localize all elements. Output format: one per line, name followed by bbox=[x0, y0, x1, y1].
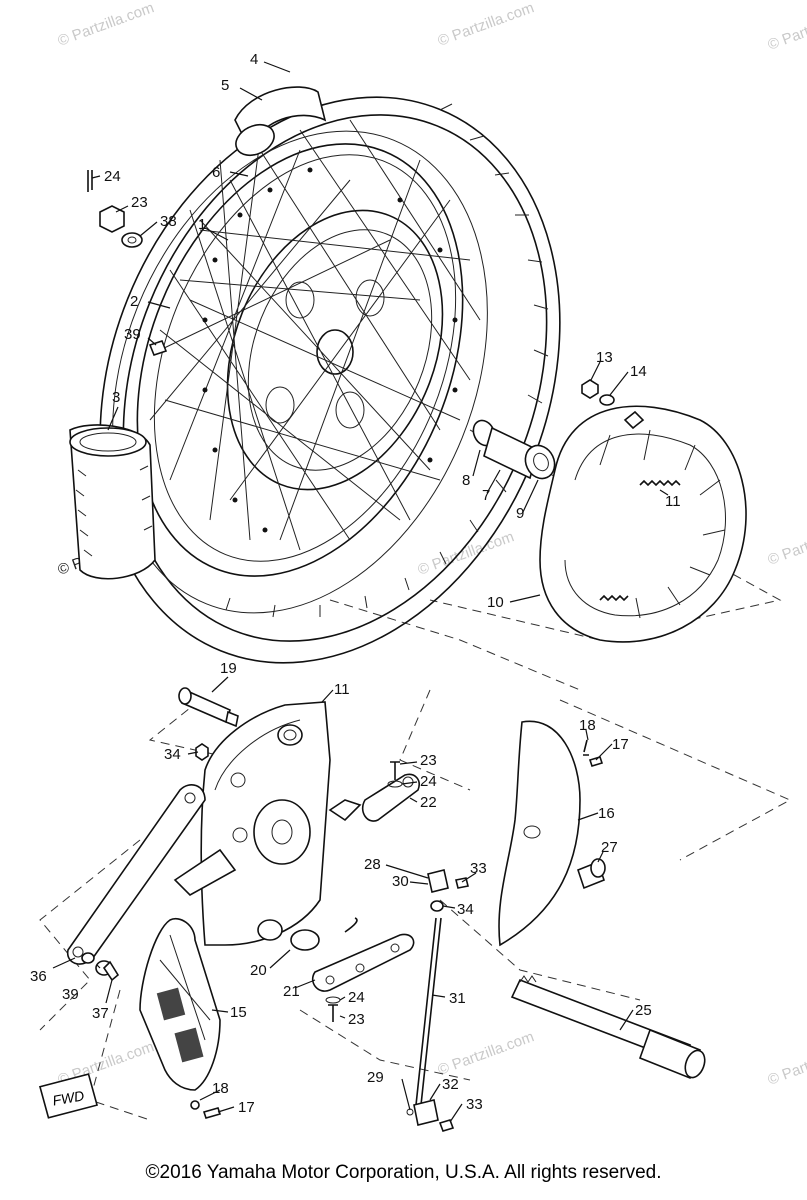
callout-26: 23 bbox=[131, 194, 148, 211]
callout-32: 32 bbox=[442, 1076, 459, 1093]
brake-rod-assembly bbox=[406, 869, 469, 1132]
callout-1: 1 bbox=[198, 216, 206, 233]
callout-6: 6 bbox=[212, 164, 220, 181]
assembly-guide-lines bbox=[39, 429, 792, 1121]
callout-8: 8 bbox=[462, 472, 470, 489]
callout-24-top: 24 bbox=[420, 773, 437, 790]
callout-34-mid: 34 bbox=[457, 901, 474, 918]
callout-38: 38 bbox=[160, 213, 177, 230]
callout-27: 24 bbox=[104, 168, 121, 185]
watermark: © Partzilla.com bbox=[766, 3, 807, 54]
callout-14: 14 bbox=[630, 363, 647, 380]
callout-18-low: 18 bbox=[212, 1080, 229, 1097]
callout-37: 39 bbox=[62, 986, 79, 1003]
callout-29-low: 29 bbox=[367, 1069, 384, 1086]
callout-35: 36 bbox=[30, 968, 47, 985]
callout-29-top: 28 bbox=[364, 856, 381, 873]
brake-backing-plate bbox=[173, 687, 420, 946]
fwd-label: FWD bbox=[51, 1087, 85, 1108]
rear-axle bbox=[510, 975, 706, 1080]
callout-11: 11 bbox=[665, 493, 681, 510]
callout-39: 39 bbox=[124, 326, 141, 343]
callout-28: 27 bbox=[601, 839, 618, 856]
callout-17-low: 17 bbox=[238, 1099, 255, 1116]
callout-10: 10 bbox=[487, 594, 504, 611]
callout-23-top: 23 bbox=[420, 752, 437, 769]
callout-36: 37 bbox=[92, 1005, 109, 1022]
callout-33-top: 33 bbox=[470, 860, 487, 877]
callout-2: 2 bbox=[130, 293, 138, 310]
watermark: © Partzilla.com bbox=[436, 0, 537, 50]
callout-15: 15 bbox=[230, 1004, 247, 1021]
callout-12: 11 bbox=[334, 681, 350, 698]
callout-23-low: 23 bbox=[348, 1011, 365, 1028]
callout-33-low: 33 bbox=[466, 1096, 483, 1113]
callout-9: 9 bbox=[516, 505, 524, 522]
callout-24-low: 24 bbox=[348, 989, 365, 1006]
callout-7: 7 bbox=[482, 487, 490, 504]
callout-18-right: 18 bbox=[579, 717, 596, 734]
chain-case-cover bbox=[498, 720, 606, 947]
brake-cover-plate bbox=[139, 918, 222, 1119]
callout-4: 4 bbox=[250, 51, 258, 68]
callout-labels: 4 5 6 24 23 38 1 2 39 3 13 14 8 7 9 11 1… bbox=[30, 51, 681, 1116]
watermark: © Partzilla.com bbox=[436, 1028, 537, 1079]
callout-22: 22 bbox=[420, 794, 437, 811]
callout-21: 21 bbox=[283, 983, 300, 1000]
callout-3: 3 bbox=[112, 389, 120, 406]
watermark: © Partzilla.com bbox=[416, 528, 517, 579]
fwd-direction-tag: FWD bbox=[38, 1073, 99, 1119]
callout-30: 31 bbox=[449, 990, 466, 1007]
callout-34-top: 34 bbox=[164, 746, 181, 763]
callout-13: 13 bbox=[596, 349, 613, 366]
torque-arm bbox=[67, 784, 206, 982]
copyright-notice: ©2016 Yamaha Motor Corporation, U.S.A. A… bbox=[145, 1162, 662, 1183]
leader-lines bbox=[52, 61, 669, 1123]
callout-25: 25 bbox=[635, 1002, 652, 1019]
watermark: © Partzilla.com bbox=[766, 518, 807, 569]
callout-16: 16 bbox=[598, 805, 615, 822]
callout-17-right: 17 bbox=[612, 736, 629, 753]
wheel-assembly bbox=[69, 86, 561, 664]
watermark: © Partzilla.com bbox=[766, 1038, 807, 1089]
brake-cam-lever bbox=[257, 917, 415, 1022]
callout-31: 30 bbox=[392, 873, 409, 890]
axle-hardware-top bbox=[87, 170, 168, 356]
watermark: © Partzilla.com bbox=[56, 0, 157, 50]
axle-sleeve bbox=[472, 419, 556, 480]
callout-5: 5 bbox=[221, 77, 229, 94]
callout-19: 19 bbox=[220, 660, 237, 677]
brake-shoe-set bbox=[539, 379, 747, 643]
callout-20: 20 bbox=[250, 962, 267, 979]
